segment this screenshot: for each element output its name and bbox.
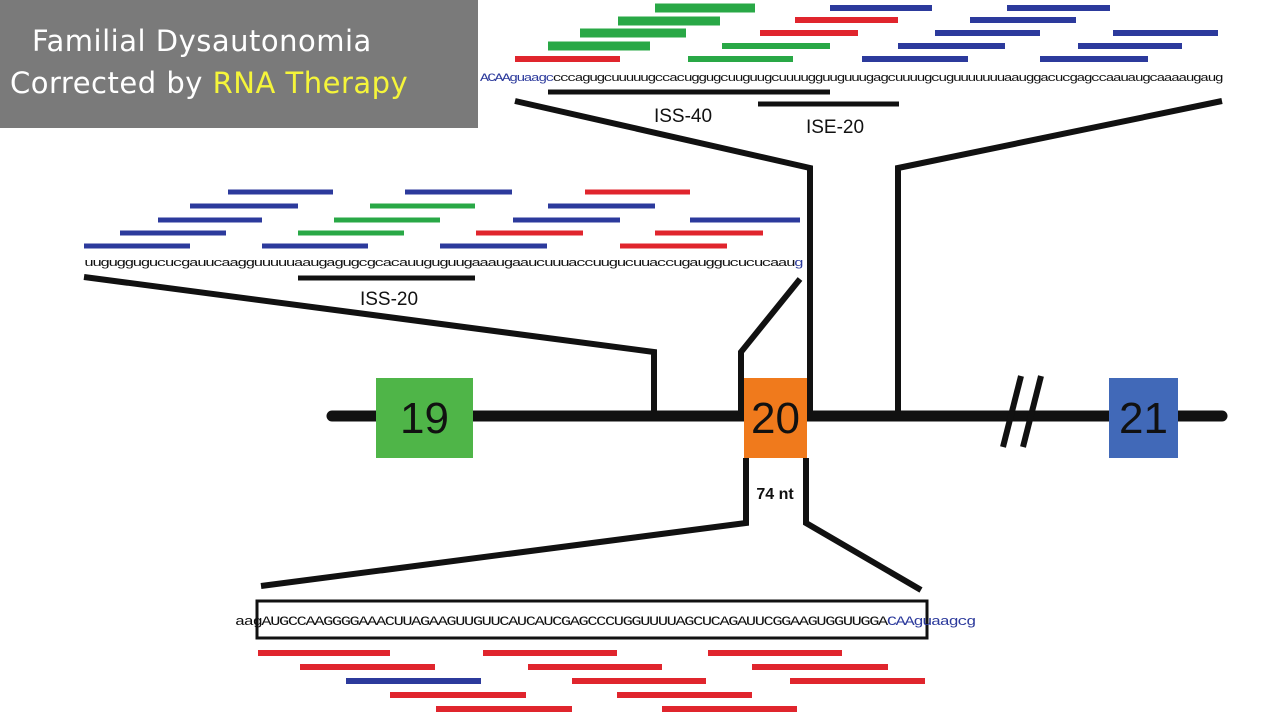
zoom-line-downstream-left xyxy=(514,98,813,412)
title-line-1: Familial Dysautonomia xyxy=(32,24,372,58)
exon-21-box xyxy=(1109,378,1178,458)
zoom-lines-exon20 xyxy=(260,458,923,593)
upstream-oligo-bars xyxy=(84,189,800,249)
zoom-line-exon20-left xyxy=(260,458,749,589)
upstream-intron-region: uuguggugucucgauucaagguuuuuaaugagugcgcaca… xyxy=(84,189,804,310)
exon-20-seq: AUGCCAAGGGGAAACUUAGAAGUUGUUCAUCAUCGAGCCC… xyxy=(261,615,888,629)
exon-21-label: 21 xyxy=(1119,394,1168,443)
zoom-line-upstream-right xyxy=(738,277,803,412)
ise-20-label: ISE-20 xyxy=(806,117,864,138)
upstream-intron-seq: uuguggugucucgauucaagguuuuuaaugagugcgcaca… xyxy=(84,258,795,270)
exon-20-right-caps: CAA xyxy=(887,615,915,629)
zoom-lines-downstream xyxy=(514,98,1223,412)
exon-19-label: 19 xyxy=(400,394,449,443)
exon-20-box xyxy=(744,378,807,458)
exon-19: 19 xyxy=(376,378,473,458)
iss-40-label: ISS-40 xyxy=(654,106,712,127)
downstream-exon-flank: ACAAguaagc xyxy=(480,73,554,85)
upstream-exon-flank: g xyxy=(794,258,803,270)
title-banner: Familial Dysautonomia Corrected by RNA T… xyxy=(0,0,478,128)
upstream-sequence: uuguggugucucgauucaagguuuuuaaugagugcgcaca… xyxy=(84,258,803,270)
break-mark-2 xyxy=(1020,375,1044,448)
title-prefix: Corrected by xyxy=(10,66,213,100)
exon-20: 20 xyxy=(744,378,807,458)
exon-20-right-flank: guaagcg xyxy=(913,615,975,629)
iss-20-label: ISS-20 xyxy=(360,289,418,310)
downstream-intron-seq: cccagugcuuuuugccacuggugcuuguugcuuuugguug… xyxy=(553,73,1223,85)
zoom-line-exon20-right xyxy=(803,458,923,593)
zoom-lines-upstream xyxy=(83,274,803,412)
zoom-line-downstream-right xyxy=(895,98,1223,412)
exon-21: 21 xyxy=(1109,378,1178,458)
title-highlight: RNA Therapy xyxy=(212,66,409,100)
exon-20-oligo-bars xyxy=(258,650,925,712)
zoom-line-upstream-left xyxy=(83,274,657,412)
exon-20-left-flank: aag xyxy=(235,615,262,629)
exon-20-label: 20 xyxy=(751,394,800,443)
exon-19-box xyxy=(376,378,473,458)
exon-20-length-label: 74 nt xyxy=(756,486,794,503)
break-mark-1 xyxy=(1000,375,1024,448)
exon-20-sequence-box xyxy=(255,599,929,640)
downstream-oligo-bars xyxy=(515,3,1218,62)
title-line-2: Corrected by RNA Therapy xyxy=(10,66,480,100)
